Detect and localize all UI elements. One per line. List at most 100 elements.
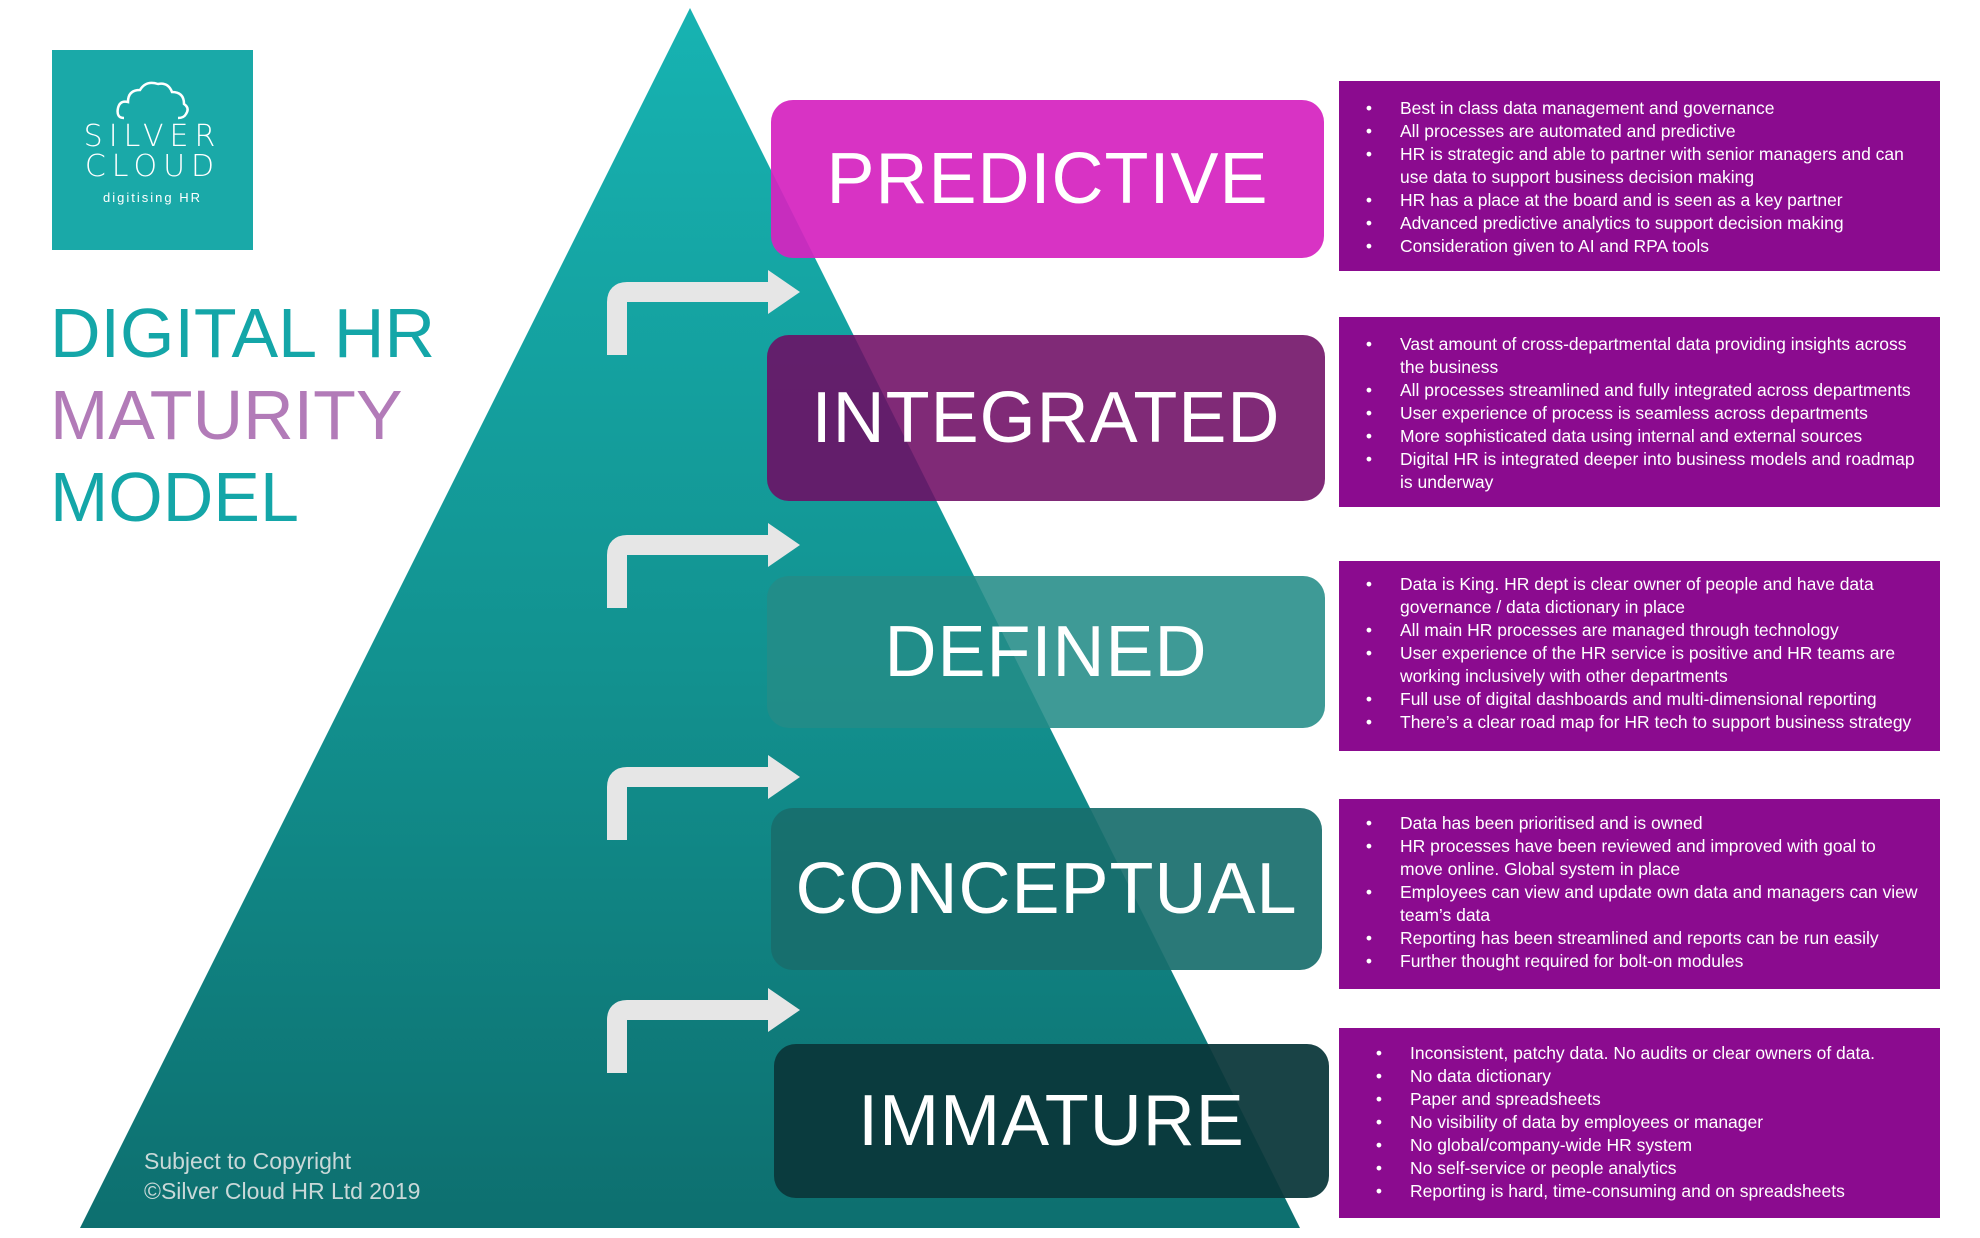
title-line-3: MODEL [50,458,299,536]
level-defined: DEFINED [767,576,1325,728]
copyright-notice: Subject to Copyright ©Silver Cloud HR Lt… [144,1146,420,1206]
bullet-dot-icon: • [1365,951,1373,971]
bullet-text: All processes are automated and predicti… [1400,121,1736,141]
bullet-dot-icon: • [1365,121,1373,141]
bullet-item: •No data dictionary [1364,1065,1920,1088]
bullet-dot-icon: • [1365,928,1373,948]
bullet-dot-icon: • [1365,144,1373,164]
bullet-text: More sophisticated data using internal a… [1400,426,1863,446]
bullet-item: •Paper and spreadsheets [1364,1088,1920,1111]
bullet-item: • Reporting has been streamlined and repo… [1354,927,1920,950]
bullet-text: Employees can view and update own data a… [1400,882,1918,925]
bullet-item: • HR is strategic and able to partner wit… [1354,143,1920,189]
arrow-head-icon [768,755,800,799]
silver-cloud-logo: SILVER CLOUD digitising HR [52,50,253,250]
bullet-text: Best in class data management and govern… [1400,98,1775,118]
bullet-item: •HR processes have been reviewed and imp… [1354,835,1920,881]
page-title: DIGITAL HR MATURITY MODEL [50,292,435,538]
panel-defined: •Data is King. HR dept is clear owner of… [1339,561,1940,751]
panel-immature: • Inconsistent, patchy data. No audits or… [1339,1028,1940,1218]
level-immature: IMMATURE [774,1044,1329,1198]
bullet-item: •Digital HR is integrated deeper into bu… [1354,448,1920,494]
bullet-text: HR is strategic and able to partner with… [1400,144,1904,187]
bullet-text: Full use of digital dashboards and multi… [1400,689,1877,709]
bullet-item: • All processes are automated and predict… [1354,120,1920,143]
bullet-dot-icon: • [1375,1158,1383,1178]
title-line-2: MATURITY [50,376,403,454]
level-integrated: INTEGRATED [767,335,1325,501]
bullet-item: •Employees can view and update own data … [1354,881,1920,927]
bullet-dot-icon: • [1365,426,1373,446]
bullet-text: No data dictionary [1410,1066,1552,1086]
bullet-text: Vast amount of cross-departmental data p… [1400,334,1907,377]
bullet-text: No global/company-wide HR system [1410,1135,1693,1155]
level-predictive: PREDICTIVE [771,100,1324,258]
bullet-dot-icon: • [1365,190,1373,210]
bullet-item: • All main HR processes are managed throu… [1354,619,1920,642]
bullet-dot-icon: • [1365,449,1373,469]
bullet-item: • Data has been prioritised and is owned [1354,812,1920,835]
level-label: PREDICTIVE [826,139,1269,219]
bullet-text: Inconsistent, patchy data. No audits or … [1410,1043,1875,1063]
arrow-up-icon [607,767,770,840]
title-line-1: DIGITAL HR [50,294,436,372]
bullet-text: HR has a place at the board and is seen … [1400,190,1843,210]
cloud-icon [116,81,189,120]
panel-integrated: • Vast amount of cross-departmental data … [1339,317,1940,507]
logo-tagline: digitising HR [103,190,202,205]
bullet-dot-icon: • [1365,98,1373,118]
bullet-text: Data has been prioritised and is owned [1400,813,1703,833]
bullet-item: • User experience of the HR service is po… [1354,642,1920,688]
bullet-dot-icon: • [1365,403,1373,423]
bullet-text: User experience of the HR service is pos… [1400,643,1896,686]
bullet-dot-icon: • [1365,334,1373,354]
bullet-item: • Advanced predictive analytics to suppor… [1354,212,1920,235]
bullet-item: •No global/company-wide HR system [1364,1134,1920,1157]
bullet-text: Advanced predictive analytics to support… [1400,213,1844,233]
bullet-dot-icon: • [1375,1112,1383,1132]
bullet-list: • Vast amount of cross-departmental data … [1354,333,1920,494]
panel-predictive: • Best in class data management and gover… [1339,81,1940,271]
bullet-dot-icon: • [1375,1181,1383,1201]
bullet-dot-icon: • [1365,620,1373,640]
bullet-text: No visibility of data by employees or ma… [1410,1112,1764,1132]
copyright-line-2: ©Silver Cloud HR Ltd 2019 [144,1178,421,1204]
bullet-item: •Data is King. HR dept is clear owner of… [1354,573,1920,619]
bullet-item: • Best in class data management and gover… [1354,97,1920,120]
bullet-text: All processes streamlined and fully inte… [1400,380,1911,400]
bullet-text: Consideration given to AI and RPA tools [1400,236,1710,256]
arrow-head-icon [768,523,800,567]
bullet-item: • Vast amount of cross-departmental data … [1354,333,1920,379]
bullet-list: • Best in class data management and gover… [1354,97,1920,258]
bullet-text: There’s a clear road map for HR tech to … [1400,712,1912,732]
bullet-dot-icon: • [1365,213,1373,233]
level-label: IMMATURE [858,1081,1245,1161]
bullet-list: •Data is King. HR dept is clear owner of… [1354,573,1920,734]
bullet-item: •Reporting is hard, time-consuming and o… [1364,1180,1920,1203]
bullet-item: •Full use of digital dashboards and mult… [1354,688,1920,711]
bullet-dot-icon: • [1365,236,1373,256]
bullet-item: • All processes streamlined and fully int… [1354,379,1920,402]
arrow-up-icon [607,282,770,355]
bullet-item: •Inconsistent, patchy data. No audits or… [1364,1042,1920,1065]
bullet-item: • No self-service or people analytics [1364,1157,1920,1180]
logo-line-1: SILVER [83,119,222,154]
bullet-dot-icon: • [1365,643,1373,663]
bullet-dot-icon: • [1365,380,1373,400]
bullet-dot-icon: • [1375,1089,1383,1109]
bullet-text: User experience of process is seamless a… [1400,403,1868,423]
bullet-item: •There’s a clear road map for HR tech to… [1354,711,1920,734]
bullet-item: • Consideration given to AI and RPA tools [1354,235,1920,258]
bullet-item: • No visibility of data by employees or m… [1364,1111,1920,1134]
bullet-text: HR processes have been reviewed and impr… [1400,836,1876,879]
bullet-text: All main HR processes are managed throug… [1400,620,1839,640]
copyright-line-1: Subject to Copyright [144,1148,352,1174]
bullet-text: Reporting has been streamlined and repor… [1400,928,1879,948]
level-label: CONCEPTUAL [795,849,1298,929]
bullet-item: • HR has a place at the board and is seen… [1354,189,1920,212]
bullet-text: No self-service or people analytics [1410,1158,1677,1178]
arrow-up-icon [607,535,770,608]
bullet-dot-icon: • [1365,813,1373,833]
bullet-list: • Inconsistent, patchy data. No audits or… [1364,1042,1920,1203]
arrow-head-icon [768,270,800,314]
